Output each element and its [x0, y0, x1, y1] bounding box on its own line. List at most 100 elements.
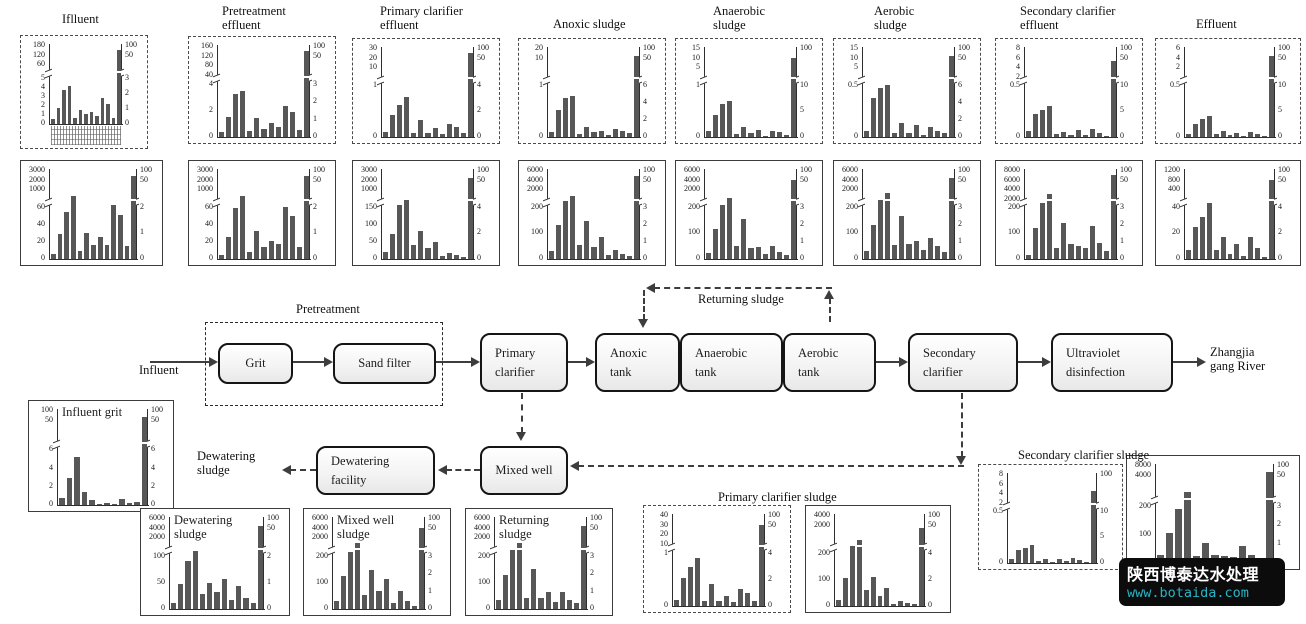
bar	[243, 597, 249, 609]
bar	[1089, 128, 1095, 137]
bar	[254, 231, 260, 259]
chart-title-primary-clarifier-sludge-line-0: Primary clarifier sludge	[718, 490, 837, 504]
right-tick: 0	[590, 603, 594, 613]
y-axis-left	[862, 169, 863, 259]
right-tick: 2	[267, 550, 271, 560]
right-tick: 50	[313, 174, 321, 184]
flow-box-ultraviolet-disinfection-label-1: disinfection	[1066, 364, 1126, 379]
y-axis-right	[764, 514, 765, 606]
bar	[1206, 203, 1212, 259]
bar	[192, 551, 198, 609]
bar	[748, 248, 754, 259]
right-tick: 1	[590, 585, 594, 595]
left-tick: 20	[535, 43, 543, 52]
x-axis	[834, 606, 926, 607]
bar	[131, 176, 136, 259]
right-tick: 0	[313, 253, 317, 263]
bar	[706, 252, 712, 259]
bar	[584, 221, 590, 259]
chart-inside-title-line-0: Returning	[499, 513, 549, 527]
bar	[1029, 545, 1035, 563]
bar	[1082, 135, 1088, 137]
right-tick: 4	[643, 96, 647, 106]
left-tick: 0	[1176, 253, 1180, 263]
bar	[219, 132, 225, 137]
x-tick-labels	[51, 126, 121, 145]
bar-break	[790, 77, 797, 79]
bar	[96, 504, 102, 505]
left-tick: 800	[1168, 174, 1180, 184]
bar-break	[1047, 199, 1053, 201]
right-tick: 50	[590, 522, 598, 532]
bar	[531, 569, 537, 609]
left-tick: 2	[1176, 62, 1180, 71]
bar	[432, 241, 438, 259]
right-tick: 50	[477, 52, 485, 62]
right-tick: 100	[1120, 165, 1132, 174]
bar-break	[919, 545, 924, 547]
bar	[591, 247, 597, 259]
bar	[275, 243, 281, 259]
bar	[1262, 136, 1268, 137]
chart-title-secondary-clarifier-effluent-line-1: effluent	[1020, 18, 1059, 33]
bar	[250, 603, 256, 609]
arrow-returning-down	[643, 290, 645, 320]
bar	[404, 199, 410, 259]
right-tick: 50	[800, 174, 808, 184]
y-axis-right	[639, 169, 640, 259]
bar	[1206, 116, 1212, 137]
bar-break	[141, 442, 147, 444]
flow-box-grit: Grit	[218, 343, 293, 384]
bar	[411, 132, 417, 137]
flow-box-anoxic-tank-label-0: Anoxic	[610, 345, 647, 360]
bar	[240, 196, 246, 259]
flow-box-sand-filter-label-0: Sand filter	[358, 356, 411, 371]
bar	[577, 134, 583, 137]
right-tick: 100	[1278, 43, 1290, 52]
bar	[892, 132, 898, 137]
right-tick: 0	[1278, 253, 1282, 263]
bar	[884, 587, 890, 606]
bar	[1082, 248, 1088, 259]
bars	[383, 47, 474, 137]
left-tick: 100	[846, 227, 858, 237]
bar	[1255, 134, 1261, 137]
bar	[681, 578, 687, 606]
bars	[836, 514, 924, 606]
left-tick: 180	[33, 40, 45, 49]
left-tick: 6000	[684, 165, 700, 174]
bar-break	[1265, 498, 1274, 500]
right-tick: 50	[313, 50, 321, 60]
bar	[221, 578, 227, 609]
y-axis-right	[121, 44, 122, 124]
left-tick: 10	[660, 538, 668, 548]
left-tick: 4	[1176, 52, 1180, 62]
bar	[1192, 124, 1198, 137]
right-tick: 2	[1277, 519, 1281, 529]
chart-title-pretreatment-effluent-line-0: Pretreatment	[222, 4, 286, 18]
left-tick: 200	[478, 550, 490, 560]
y-axis-right	[954, 47, 955, 137]
right-tick: 1	[800, 236, 804, 245]
bars	[549, 169, 640, 259]
left-tick: 0.5	[1170, 79, 1180, 89]
right-tick: 100	[768, 510, 780, 519]
chart-title-primary-clarifier-sludge: Primary clarifier sludge	[718, 490, 837, 504]
arrowhead-secondary-to-uv	[1042, 357, 1051, 367]
bars	[219, 169, 310, 259]
bar	[411, 606, 417, 609]
y-axis-left	[862, 47, 863, 137]
right-tick: 4	[768, 547, 772, 557]
chart-title-effluent-line-0: Effluent	[1196, 17, 1237, 31]
x-axis	[862, 137, 956, 138]
bars	[383, 169, 474, 259]
bar	[842, 578, 848, 606]
bar	[871, 224, 877, 259]
bar	[912, 604, 918, 606]
left-tick: 6000	[149, 513, 165, 522]
dewatering-sludge-label-line-0: Dewatering	[197, 449, 256, 463]
bar	[383, 251, 389, 259]
